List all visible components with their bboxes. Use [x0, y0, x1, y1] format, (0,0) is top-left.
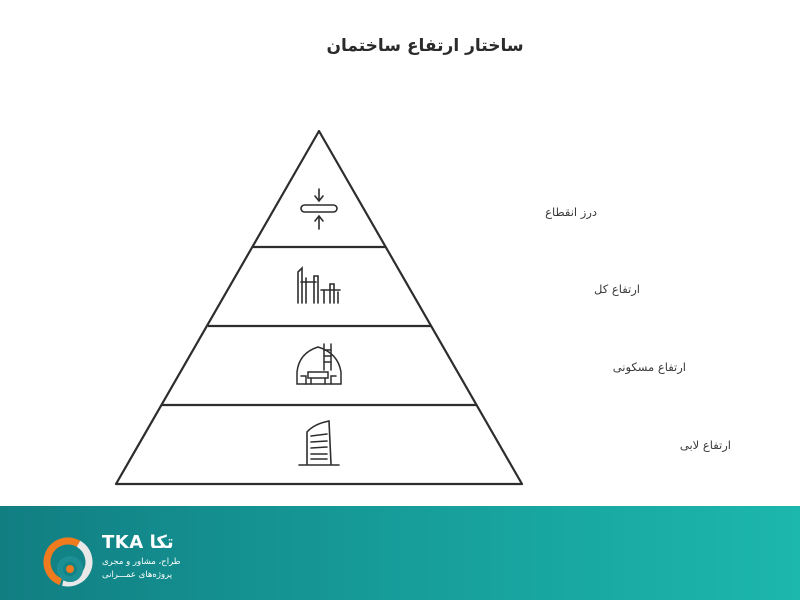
lobby-tower-icon — [298, 420, 340, 466]
pyramid-outline — [114, 129, 524, 486]
residential-interior-icon — [296, 343, 342, 385]
compression-joint-icon — [300, 188, 338, 230]
logo-mark-icon — [43, 537, 93, 587]
pyramid-diagram — [114, 129, 524, 486]
company-logo: TKA تکا طراح، مشاور و مجری پروژه‌های عمـ… — [43, 524, 204, 594]
brand-tagline-1: طراح، مشاور و مجری — [102, 557, 181, 567]
building-columns-icon — [297, 266, 341, 304]
footer-band: TKA تکا طراح، مشاور و مجری پروژه‌های عمـ… — [0, 506, 800, 600]
level-label-total-height: ارتفاع کل — [594, 282, 640, 296]
level-label-lobby-height: ارتفاع لابی — [679, 438, 731, 452]
page-title: ساختار ارتفاع ساختمان — [326, 36, 524, 56]
level-label-joint: درز انقطاع — [545, 205, 597, 219]
brand-name-persian: تکا — [149, 532, 174, 553]
brand-tagline-2: پروژه‌های عمـــرانی — [102, 570, 173, 580]
brand-name-latin: TKA — [102, 532, 144, 553]
level-label-residential-height: ارتفاع مسکونی — [612, 360, 686, 374]
